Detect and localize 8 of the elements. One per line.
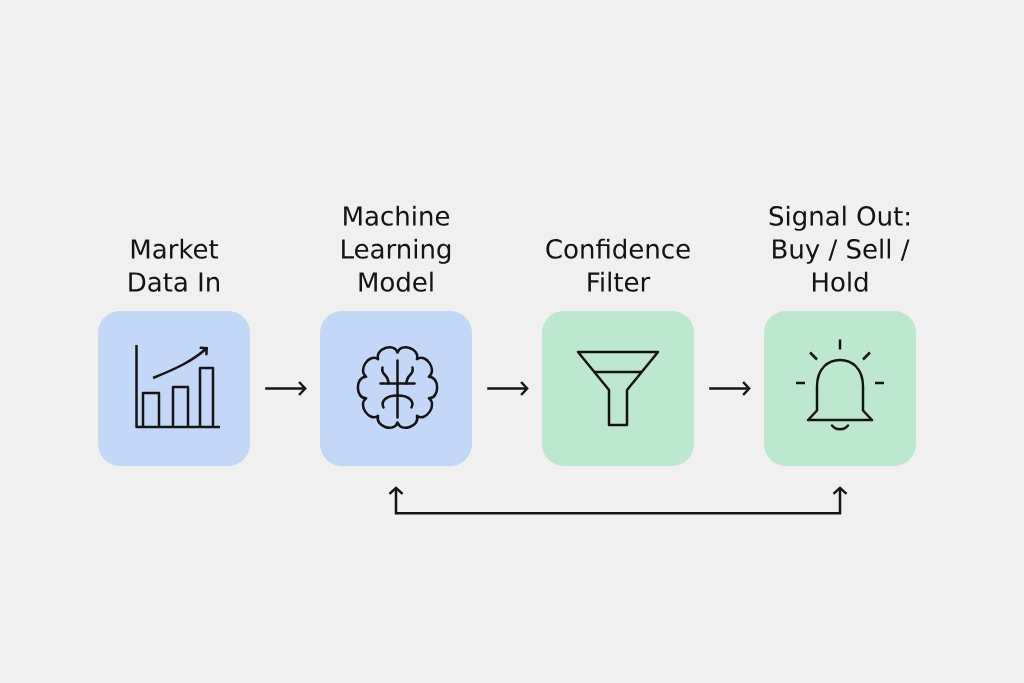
arrow <box>388 486 848 515</box>
node-title: Machine Learning Model <box>342 205 451 292</box>
node-title: Confidence Filter <box>546 238 690 292</box>
node-title: Signal Out: Buy / Sell / Hold <box>769 205 910 292</box>
arrow <box>265 381 307 396</box>
arrow <box>709 381 751 396</box>
node-title: Market Data In <box>129 238 220 292</box>
arrow <box>487 381 529 396</box>
